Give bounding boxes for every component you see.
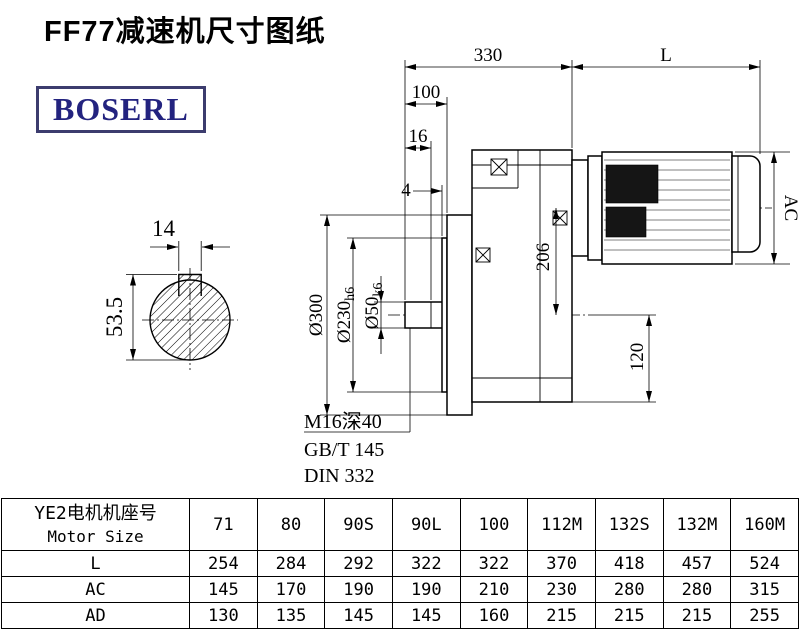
dim-value-cell: 145 [324, 602, 393, 629]
bolt-cross-icon [552, 210, 568, 226]
dim-d50-label: Ø50k6 [362, 283, 386, 330]
dim-value-cell: 230 [527, 576, 596, 603]
dim-value-cell: 280 [594, 576, 664, 603]
header-label-en: Motor Size [47, 527, 144, 547]
motor-stator-section [605, 164, 659, 238]
motor-size-col: 90L [391, 498, 461, 551]
row-label: AC [1, 576, 190, 603]
dim-d300-label: Ø300 [306, 294, 327, 336]
note-din-standard: DIN 332 [304, 465, 375, 487]
motor-adapter [571, 159, 589, 257]
row-label: AD [1, 602, 190, 629]
motor-size-col: 100 [459, 498, 529, 551]
motor-flange [587, 155, 603, 261]
dim-value-cell: 322 [391, 550, 461, 577]
fan-cover [731, 155, 761, 253]
dim-100-label: 100 [412, 82, 441, 103]
bolt-cross-icon [490, 158, 508, 176]
dim-value-cell: 254 [189, 550, 258, 577]
row-label: L [1, 550, 190, 577]
dim-value-cell: 190 [324, 576, 393, 603]
note-gb-standard: GB/T 145 [304, 439, 384, 461]
dim-value-cell: 370 [527, 550, 596, 577]
table-row-AD: AD 130 135 145 145 160 215 215 215 255 [1, 602, 799, 629]
mounting-flange [446, 214, 473, 416]
dim-AC-label: AC [780, 195, 800, 221]
motor-size-col: 90S [324, 498, 393, 551]
dim-14-label: 14 [152, 216, 176, 241]
motor-size-col: 80 [256, 498, 326, 551]
dim-value-cell: 255 [730, 602, 799, 629]
dim-206-label: 206 [533, 243, 554, 272]
dimension-table: YE2电机机座号 Motor Size 71 80 90S 90L 100 11… [1, 498, 799, 629]
table-row-L: L 254 284 292 322 322 370 418 457 524 [1, 550, 799, 577]
dim-value-cell: 215 [594, 602, 664, 629]
dim-value-cell: 524 [730, 550, 799, 577]
table-row-AC: AC 145 170 190 190 210 230 280 280 315 [1, 576, 799, 603]
dim-value-cell: 190 [391, 576, 461, 603]
dim-value-cell: 135 [256, 602, 326, 629]
dim-value-cell: 210 [459, 576, 529, 603]
brand-logo: BOSERL [36, 86, 206, 133]
motor-size-col: 160M [730, 498, 799, 551]
dim-d230-tolerance: h6 [343, 287, 358, 301]
output-shaft [404, 301, 448, 329]
dim-L-label: L [660, 45, 672, 66]
motor-size-col: 132M [662, 498, 732, 551]
dim-d50-value: Ø50 [362, 297, 383, 330]
dim-120-label: 120 [627, 343, 648, 372]
dim-16-label: 16 [409, 126, 428, 147]
table-header-row: YE2电机机座号 Motor Size 71 80 90S 90L 100 11… [1, 498, 799, 551]
dim-53-5-label: 53.5 [102, 297, 127, 337]
dim-value-cell: 160 [459, 602, 529, 629]
bolt-cross-icon [475, 247, 491, 263]
technical-drawing: 14 53.5 [102, 45, 800, 487]
dim-value-cell: 145 [189, 576, 258, 603]
dim-value-cell: 170 [256, 576, 326, 603]
note-thread-spec: M16深40 [304, 410, 382, 433]
dim-d230-label: Ø230h6 [334, 287, 358, 343]
dim-value-cell: 145 [391, 602, 461, 629]
dim-value-cell: 215 [527, 602, 596, 629]
dim-d50-tolerance: k6 [371, 283, 386, 297]
motor-size-col: 71 [189, 498, 258, 551]
dim-value-cell: 292 [324, 550, 393, 577]
dim-value-cell: 215 [662, 602, 732, 629]
dim-330-label: 330 [474, 45, 503, 66]
keyway-notch [178, 273, 202, 296]
dim-value-cell: 322 [459, 550, 529, 577]
dim-d230-value: Ø230 [334, 301, 355, 343]
dim-4-label: 4 [401, 180, 411, 201]
dim-value-cell: 457 [662, 550, 732, 577]
dim-value-cell: 284 [256, 550, 326, 577]
dim-value-cell: 280 [662, 576, 732, 603]
dim-value-cell: 418 [594, 550, 664, 577]
motor-size-header: YE2电机机座号 Motor Size [1, 498, 190, 551]
motor-size-col: 132S [594, 498, 664, 551]
page-title: FF77减速机尺寸图纸 [44, 16, 326, 48]
dim-value-cell: 315 [730, 576, 799, 603]
motor-size-col: 112M [527, 498, 596, 551]
dim-value-cell: 130 [189, 602, 258, 629]
header-label-cn: YE2电机机座号 [34, 503, 157, 525]
